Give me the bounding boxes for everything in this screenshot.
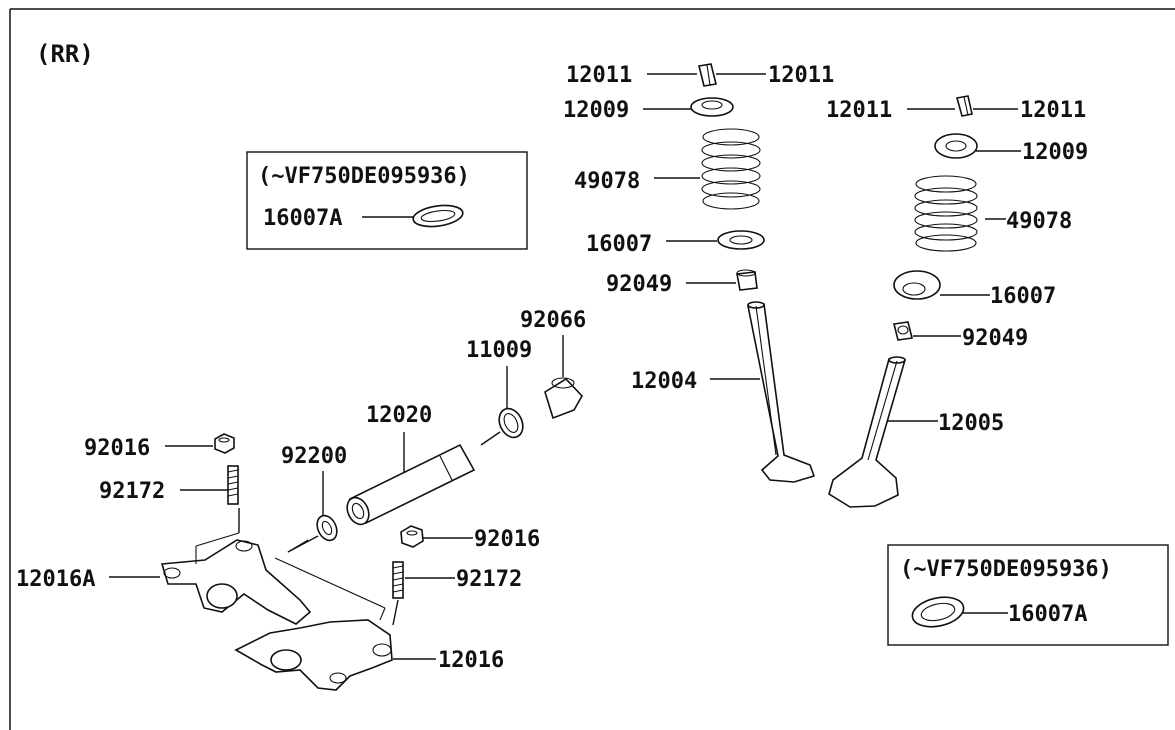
nut-92016-upper — [214, 433, 235, 454]
label-12011-b: 12011 — [768, 63, 834, 88]
adjusting-screw-lower — [392, 561, 404, 599]
rocker-arm-12016A — [160, 539, 312, 625]
label-92049-b: 92049 — [962, 326, 1028, 351]
valve-keeper-right — [955, 95, 973, 117]
label-11009: 11009 — [466, 338, 532, 363]
label-92172-a: 92172 — [99, 479, 165, 504]
label-16007-a: 16007 — [586, 232, 652, 257]
valve-keeper-left — [698, 63, 717, 87]
valve-spring-right — [914, 175, 978, 252]
label-12011-c: 12011 — [826, 98, 892, 123]
label-16007A-right: 16007A — [1008, 602, 1087, 627]
valve-stem-seal-right — [893, 321, 913, 341]
washer-92200 — [316, 514, 338, 542]
spring-seat-left — [717, 230, 765, 250]
label-12020: 12020 — [366, 403, 432, 428]
label-12011-a: 12011 — [566, 63, 632, 88]
label-12004: 12004 — [631, 369, 697, 394]
label-92200: 92200 — [281, 444, 347, 469]
label-16007A-left: 16007A — [263, 206, 342, 231]
rocker-arm-group: 92016 92172 12016A 920 — [16, 433, 540, 691]
serial-note-box-right: (~VF750DE095936) 16007A — [887, 544, 1169, 646]
valve-assembly-left: 12011 12011 12009 49078 16007 92049 — [563, 63, 834, 483]
spring-seat-right — [893, 270, 941, 300]
label-12009-b: 12009 — [1022, 140, 1088, 165]
label-12011-d: 12011 — [1020, 98, 1086, 123]
label-92066: 92066 — [520, 308, 586, 333]
label-12016: 12016 — [438, 648, 504, 673]
rocker-arm-12016 — [234, 619, 393, 691]
serial-note-right-text: (~VF750DE095936) — [900, 557, 1112, 582]
serial-note-box-left: (~VF750DE095936) 16007A — [246, 151, 528, 250]
section-label: (RR) — [36, 40, 94, 68]
label-12005: 12005 — [938, 411, 1004, 436]
rocker-shaft-group: 92066 11009 12020 92200 — [281, 308, 586, 553]
spring-retainer-right — [934, 133, 978, 159]
label-49078-b: 49078 — [1006, 209, 1072, 234]
gasket-11009 — [498, 407, 524, 439]
valve-assembly-right: 12011 12011 12009 49078 16007 92049 1200… — [826, 95, 1088, 508]
label-16007-b: 16007 — [990, 284, 1056, 309]
nut-92016-lower — [400, 525, 424, 548]
label-92172-b: 92172 — [456, 567, 522, 592]
label-92016-a: 92016 — [84, 436, 150, 461]
label-12009-a: 12009 — [563, 98, 629, 123]
serial-note-left-text: (~VF750DE095936) — [258, 164, 470, 189]
valve-stem-seal-left — [736, 271, 758, 291]
exhaust-valve — [747, 303, 816, 483]
label-92016-b: 92016 — [474, 527, 540, 552]
plug-92066 — [544, 377, 583, 420]
intake-valve — [828, 358, 907, 508]
label-12016A: 12016A — [16, 567, 95, 592]
washer-16007A-left — [412, 204, 464, 228]
spring-retainer-left — [690, 97, 734, 117]
valve-spring-left — [701, 128, 761, 210]
adjusting-screw-upper — [227, 465, 239, 505]
label-49078-a: 49078 — [574, 169, 640, 194]
label-92049-a: 92049 — [606, 272, 672, 297]
washer-16007A-right — [911, 596, 965, 628]
